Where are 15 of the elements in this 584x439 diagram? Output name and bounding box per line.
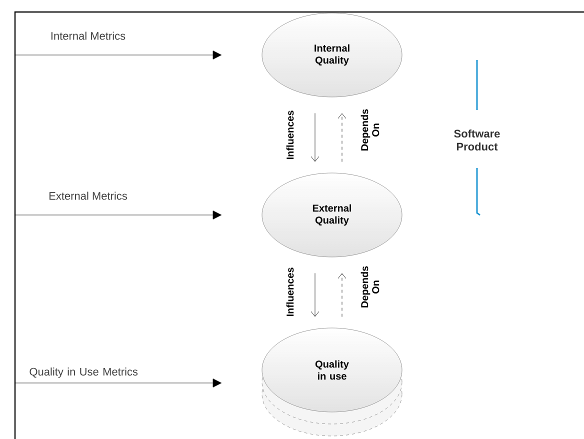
arrow [310,273,320,317]
edge-label: Influences [286,268,294,316]
arrow [14,210,222,220]
group-label: Software Product [454,129,500,151]
arrow [338,273,346,317]
edge-label: External Metrics [50,192,128,200]
edge-label: Influences [286,110,294,160]
edge-label: Quality in Use Metrics [30,368,138,378]
arrow [14,378,222,388]
edge-label: Depends On [360,109,380,150]
arrow [338,113,346,162]
arrow [310,113,320,162]
arrow [14,50,222,60]
edge-label: Internal Metrics [51,32,126,40]
edge-label: Depends On [360,266,380,308]
